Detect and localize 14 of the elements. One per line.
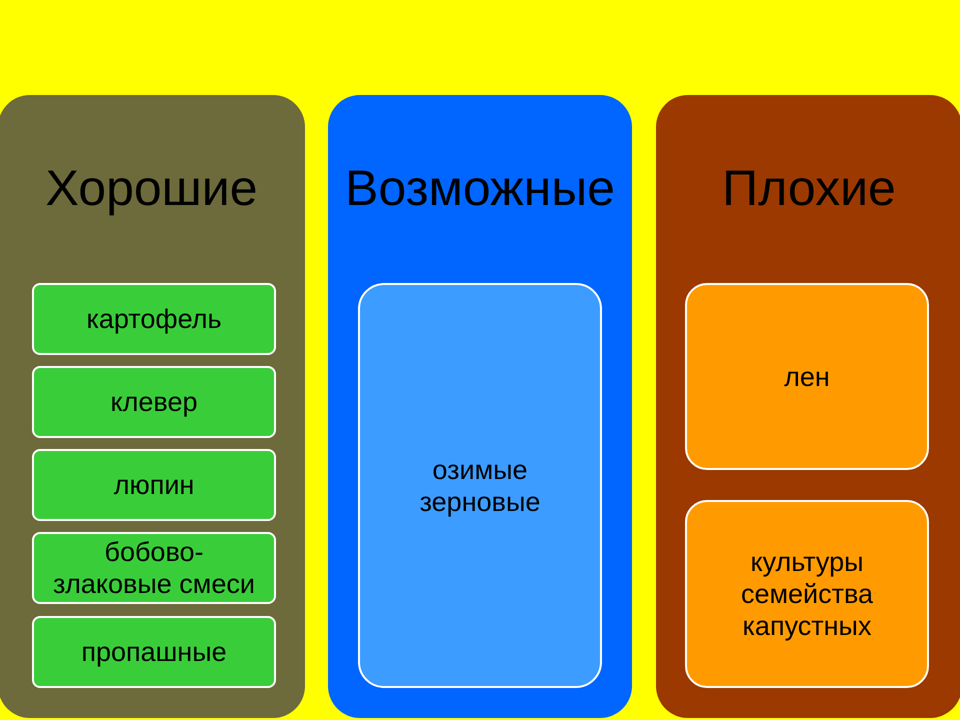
item-card: лен — [685, 283, 929, 470]
item-card: озимые зерновые — [358, 283, 602, 688]
category-column — [328, 95, 632, 718]
column-title: Плохие — [722, 159, 896, 218]
item-card: люпин — [32, 449, 276, 521]
category-column — [656, 95, 960, 718]
item-card: пропашные — [32, 616, 276, 688]
item-card: клевер — [32, 366, 276, 438]
column-title: Возможные — [345, 159, 615, 218]
item-card: картофель — [32, 283, 276, 355]
item-card: культуры семейства капустных — [685, 500, 929, 688]
column-title: Хорошие — [45, 159, 258, 218]
item-card: бобово- злаковые смеси — [32, 532, 276, 604]
category-column — [0, 95, 305, 718]
